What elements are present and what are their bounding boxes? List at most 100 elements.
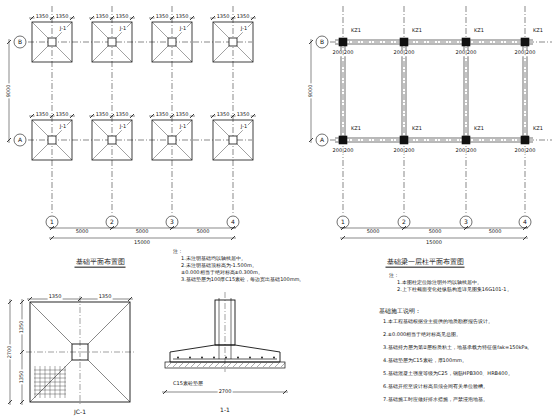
- dimension-tick: [211, 16, 215, 20]
- dimension-tick: [309, 138, 313, 142]
- dimension-text: 1: [340, 219, 346, 226]
- rebar-line: [34, 390, 66, 391]
- dimension-text: J-1: [240, 124, 248, 130]
- rebar-dot: [237, 357, 239, 359]
- dimension-tick: [110, 16, 114, 20]
- column-section: [400, 38, 408, 46]
- column-section: [462, 136, 470, 144]
- cushion-hatch: [179, 363, 183, 367]
- footing-slope-line: [32, 144, 48, 160]
- cushion-hatch: [191, 363, 195, 367]
- dimension-tick: [28, 297, 32, 301]
- footing-slope-line: [237, 120, 253, 136]
- dimension-text: 1350: [55, 112, 70, 118]
- footing-slope-line: [213, 22, 229, 38]
- footing-slope-line: [237, 144, 253, 160]
- dimension-text: 4: [230, 219, 236, 226]
- dimension-tick: [50, 226, 54, 230]
- note-text: C15素砼垫层: [172, 381, 204, 387]
- dimension-text: 5000: [428, 229, 443, 235]
- dimension-tick: [231, 16, 235, 20]
- dimension-tick: [523, 236, 527, 240]
- pedestal-outline: [229, 38, 237, 46]
- foundation-beam-line: [335, 40, 533, 41]
- footing-slope-line: [88, 360, 130, 402]
- dimension-text: 1350: [155, 14, 170, 20]
- dimension-tick: [8, 300, 12, 304]
- note-text: 1.未注明基础均以轴线居中。: [180, 256, 247, 262]
- dimension-text: 1350: [115, 112, 130, 118]
- dimension-tick: [90, 114, 94, 118]
- note-text: 2.未注明基础顶标高为-1.500m。: [180, 263, 258, 269]
- dimension-text: 1350: [115, 14, 130, 20]
- dimension-text: J-1: [179, 124, 187, 130]
- dimension-text: J-1: [119, 124, 127, 130]
- axis-bubble: [337, 216, 349, 228]
- dimension-text: 1350: [216, 112, 231, 118]
- dimension-tick: [150, 114, 154, 118]
- dimension-text: 1350: [236, 14, 251, 20]
- rebar-dot: [225, 357, 227, 359]
- dimension-text: KZ1: [532, 28, 544, 34]
- footing-slope-line: [88, 302, 130, 344]
- note-text: 注：: [388, 273, 400, 279]
- dimension-tick: [128, 297, 132, 301]
- cushion-hatch: [269, 363, 273, 367]
- axis-line: [330, 42, 552, 43]
- axis-bubble: [398, 216, 410, 228]
- cushion-hatch: [227, 363, 231, 367]
- foundation-beam-line: [335, 138, 533, 139]
- note-text: 基础施工说明：: [378, 308, 422, 315]
- cushion-hatch: [281, 363, 285, 367]
- rebar-dot: [213, 357, 215, 359]
- cushion-hatch: [245, 363, 249, 367]
- dimension-tick: [20, 400, 24, 404]
- dimension-text: 200|200: [514, 50, 537, 56]
- axis-bubble: [46, 216, 58, 228]
- footing-slope-line: [176, 144, 192, 160]
- rebar-line: [65, 366, 66, 398]
- dimension-text: 200|200: [332, 50, 355, 56]
- dimension-tick: [20, 350, 24, 354]
- dimension-text: KZ1: [473, 28, 485, 34]
- dimension-tick: [130, 16, 134, 20]
- dimension-tick: [170, 114, 174, 118]
- foundation-beam-line: [406, 44, 407, 138]
- dimension-tick: [110, 226, 114, 230]
- dimension-tick: [8, 400, 12, 404]
- dimension-text: 200|200: [455, 148, 478, 154]
- footing-slope-line: [176, 22, 192, 38]
- footing-slope-line: [152, 46, 168, 62]
- axis-bubble: [316, 134, 328, 146]
- dimension-tick: [464, 226, 468, 230]
- footing-slope-line: [213, 46, 229, 62]
- dimension-text: 3: [169, 219, 175, 226]
- dimension-tick: [50, 114, 54, 118]
- axis-line: [330, 140, 552, 141]
- rebar-line: [34, 386, 66, 387]
- rebar-dot: [273, 357, 275, 359]
- foundation-beam-line: [527, 44, 528, 138]
- footing-slope-line: [56, 22, 72, 38]
- column-section: [521, 38, 529, 46]
- dimension-tick: [190, 114, 194, 118]
- footing-slope-line: [32, 22, 48, 38]
- footing-slope-line: [116, 22, 132, 38]
- dimension-text: 5000: [488, 229, 503, 235]
- axis-bubble: [14, 134, 26, 146]
- dimension-tick: [78, 297, 82, 301]
- dimension-tick: [50, 236, 54, 240]
- dimension-text: JC-1: [73, 409, 87, 416]
- dimension-tick: [7, 138, 11, 142]
- dimension-text: 5000: [196, 229, 211, 235]
- note-text: 注：: [172, 249, 184, 255]
- rebar-line: [60, 366, 61, 398]
- column-section: [400, 136, 408, 144]
- dimension-tick: [523, 226, 527, 230]
- footing-slope-line: [92, 46, 108, 62]
- dimension-tick: [30, 114, 34, 118]
- dimension-text: 1350: [55, 14, 70, 20]
- dimension-text: 1350: [236, 112, 251, 118]
- note-text: 6.基础开挖至设计标高后须会同有关单位验槽。: [382, 384, 556, 390]
- dimension-line: [340, 238, 528, 239]
